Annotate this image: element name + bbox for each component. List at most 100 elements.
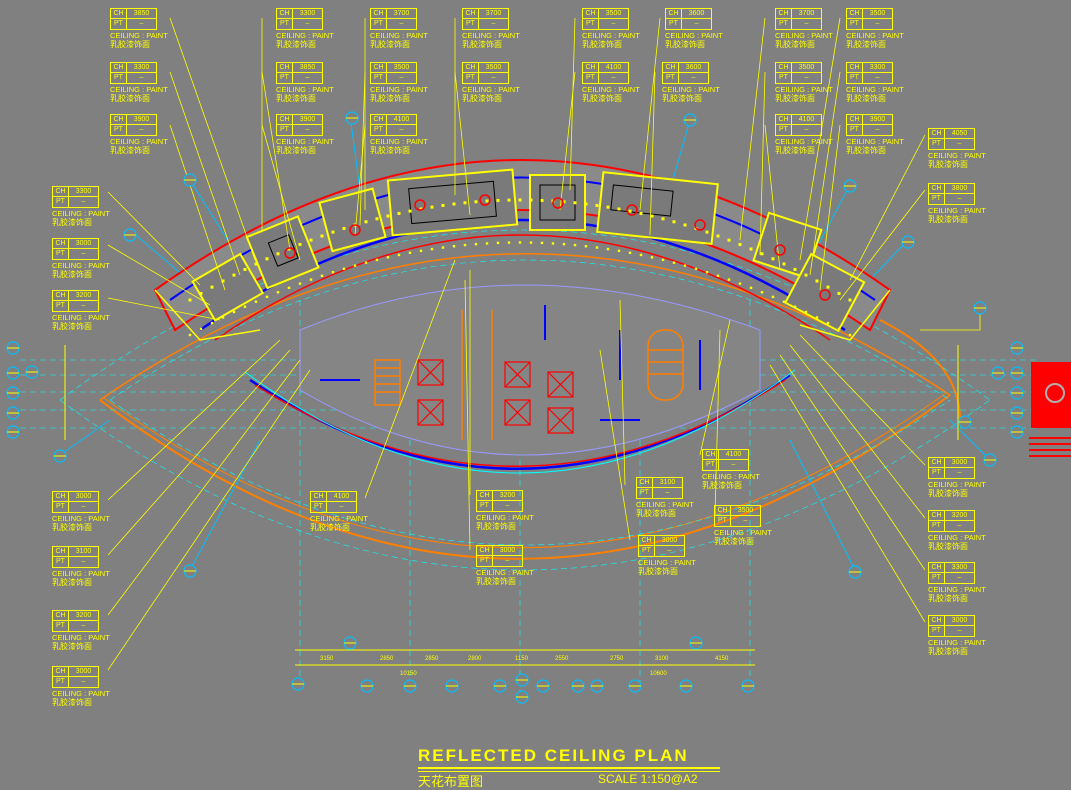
material-text: CEILING : PAINT bbox=[52, 633, 110, 642]
light-fixture-icon bbox=[188, 333, 192, 337]
paint-type-value: – bbox=[293, 73, 323, 84]
ceiling-height-label: CH bbox=[52, 491, 69, 502]
light-fixture-icon bbox=[639, 211, 643, 215]
paint-type-label: PT bbox=[52, 557, 69, 568]
material-text-cn: 乳胶漆饰面 bbox=[714, 537, 754, 546]
paint-type-value: – bbox=[127, 125, 157, 136]
paint-type-label: PT bbox=[276, 19, 293, 30]
ceiling-height-value: 3900 bbox=[127, 114, 157, 125]
material-text-cn: 乳胶漆饰面 bbox=[928, 594, 968, 603]
ceiling-height-value: 3300 bbox=[863, 62, 893, 73]
material-text-cn: 乳胶漆饰面 bbox=[52, 523, 92, 532]
ceiling-height-value: 3700 bbox=[792, 8, 822, 19]
light-fixture-icon bbox=[232, 273, 236, 277]
light-fixture-icon bbox=[606, 247, 610, 251]
light-fixture-icon bbox=[320, 234, 324, 238]
right-tip bbox=[799, 289, 891, 341]
ceiling-height-value: 3300 bbox=[127, 62, 157, 73]
material-text-cn: 乳胶漆饰面 bbox=[582, 94, 622, 103]
paint-type-label: PT bbox=[52, 502, 69, 513]
ceiling-height-value: 3850 bbox=[127, 8, 157, 19]
svg-text:1150: 1150 bbox=[515, 656, 529, 662]
paint-type-value: – bbox=[731, 516, 761, 527]
light-fixture-icon bbox=[617, 207, 621, 211]
paint-type-value: – bbox=[293, 125, 323, 136]
ceiling-height-label: CH bbox=[775, 8, 792, 19]
light-fixture-icon bbox=[518, 198, 522, 202]
material-text: CEILING : PAINT bbox=[582, 85, 640, 94]
material-text: CEILING : PAINT bbox=[775, 85, 833, 94]
paint-type-label: PT bbox=[462, 19, 479, 30]
material-text: CEILING : PAINT bbox=[276, 85, 334, 94]
light-fixture-icon bbox=[837, 291, 841, 295]
light-fixture-icon bbox=[529, 198, 533, 202]
ceiling-height-label: CH bbox=[846, 114, 863, 125]
material-text: CEILING : PAINT bbox=[276, 137, 334, 146]
material-text: CEILING : PAINT bbox=[928, 480, 986, 489]
material-text: CEILING : PAINT bbox=[846, 85, 904, 94]
ceiling-height-value: 3600 bbox=[679, 62, 709, 73]
light-fixture-icon bbox=[419, 207, 423, 211]
ceiling-height-label: CH bbox=[662, 62, 679, 73]
ceiling-height-value: 3900 bbox=[863, 114, 893, 125]
light-fixture-icon bbox=[430, 205, 434, 209]
paint-type-value: – bbox=[792, 19, 822, 30]
light-fixture-icon bbox=[386, 214, 390, 218]
ceiling-height-label: CH bbox=[52, 666, 69, 677]
light-fixture-icon bbox=[496, 241, 500, 245]
light-fixture-icon bbox=[738, 242, 742, 246]
light-fixture-icon bbox=[364, 220, 368, 224]
light-fixture-icon bbox=[661, 258, 665, 262]
light-fixture-icon bbox=[716, 274, 720, 277]
title-block-red-marker bbox=[1029, 362, 1071, 460]
paint-type-label: PT bbox=[846, 73, 863, 84]
material-text: CEILING : PAINT bbox=[928, 151, 986, 160]
paint-type-value: – bbox=[792, 125, 822, 136]
light-fixture-icon bbox=[331, 271, 335, 274]
material-text: CEILING : PAINT bbox=[52, 261, 110, 270]
ceiling-height-value: 4050 bbox=[945, 128, 975, 139]
paint-type-label: PT bbox=[476, 501, 493, 512]
ceiling-height-label: CH bbox=[370, 62, 387, 73]
material-text-cn: 乳胶漆饰面 bbox=[928, 160, 968, 169]
material-text-cn: 乳胶漆饰面 bbox=[462, 94, 502, 103]
light-fixture-icon bbox=[386, 256, 390, 259]
light-fixture-icon bbox=[287, 286, 291, 290]
ceiling-height-label: CH bbox=[110, 62, 127, 73]
light-fixture-icon bbox=[804, 310, 808, 314]
light-fixture-icon bbox=[562, 200, 566, 204]
light-fixture-icon bbox=[452, 245, 456, 248]
paint-type-label: PT bbox=[52, 621, 69, 632]
material-text-cn: 乳胶漆饰面 bbox=[370, 40, 410, 49]
ceiling-height-label: CH bbox=[276, 62, 293, 73]
paint-type-value: – bbox=[387, 73, 417, 84]
light-fixture-icon bbox=[221, 316, 225, 319]
paint-type-value: – bbox=[327, 502, 357, 513]
material-text-cn: 乳胶漆饰面 bbox=[52, 270, 92, 279]
light-fixture-icon bbox=[342, 226, 346, 230]
svg-text:2850: 2850 bbox=[380, 656, 394, 662]
material-text-cn: 乳胶漆饰面 bbox=[276, 94, 316, 103]
light-fixture-icon bbox=[243, 305, 247, 308]
paint-type-label: PT bbox=[928, 139, 945, 150]
ceiling-height-value: 4100 bbox=[599, 62, 629, 73]
ceiling-height-value: 3900 bbox=[293, 114, 323, 125]
light-fixture-icon bbox=[639, 253, 643, 257]
material-text: CEILING : PAINT bbox=[370, 31, 428, 40]
light-fixture-icon bbox=[771, 295, 775, 299]
paint-type-label: PT bbox=[462, 73, 479, 84]
material-text: CEILING : PAINT bbox=[52, 689, 110, 698]
paint-type-label: PT bbox=[110, 73, 127, 84]
paint-type-value: – bbox=[599, 73, 629, 84]
ceiling-height-value: 3300 bbox=[293, 8, 323, 19]
light-fixture-icon bbox=[749, 247, 753, 251]
